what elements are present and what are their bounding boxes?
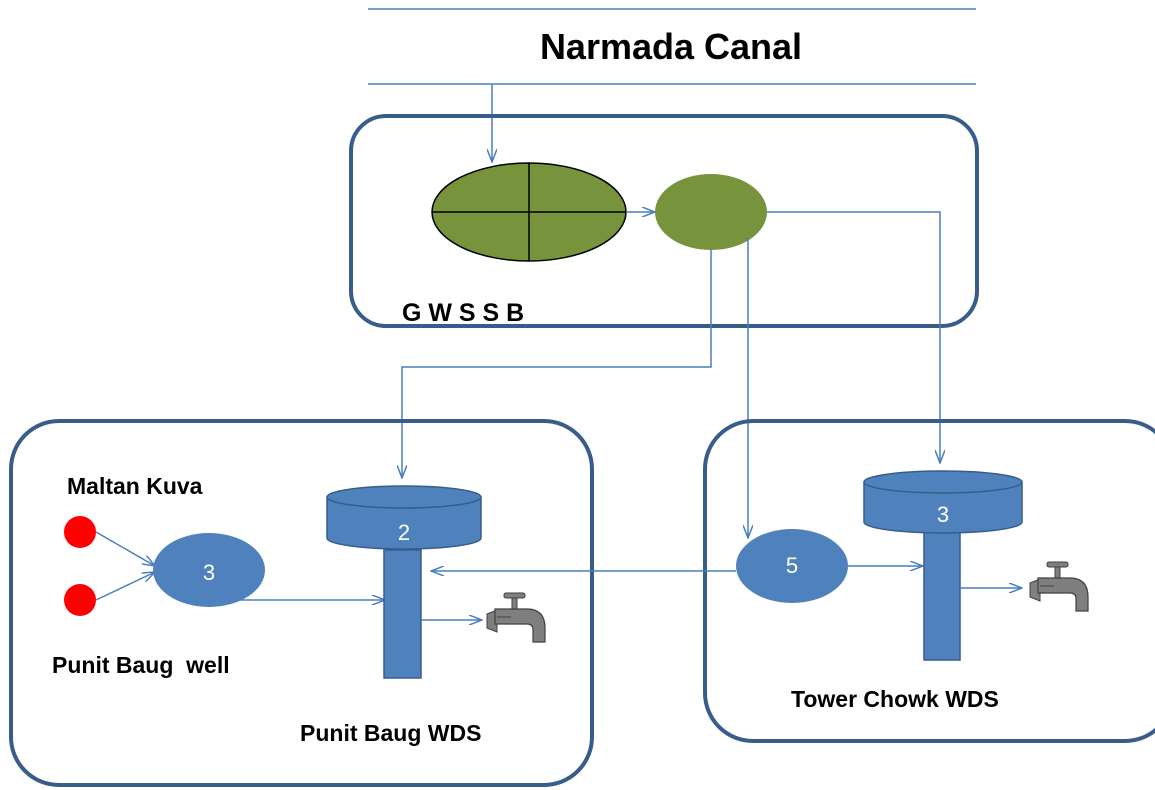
- maltan-kuva-label: Maltan Kuva: [67, 473, 203, 499]
- clear-water-reservoir: [655, 174, 767, 250]
- punit-baug-tank: [326, 496, 482, 550]
- tower-chowk-box: [703, 419, 1155, 743]
- tower-chowk-tap-icon: [1029, 561, 1089, 612]
- tower-chowk-tank-top: [863, 470, 1023, 494]
- punit-baug-box: [9, 419, 594, 787]
- canal-title: Narmada Canal: [540, 26, 802, 67]
- tower-chowk-tank-value: 3: [937, 502, 949, 527]
- punit-baug-tap-icon: [486, 592, 546, 643]
- maltan-kuva-to-sump-arrow: [95, 531, 155, 566]
- tower-chowk-tank-column: [923, 531, 961, 661]
- gwssb-label: G W S S B: [402, 299, 524, 327]
- punit-baug-tank-top: [326, 485, 482, 509]
- tower-chowk-sump-value: 5: [786, 553, 798, 578]
- tower-chowk-tank: [863, 481, 1023, 534]
- punit-baug-well-label: Punit Baug well: [52, 652, 230, 678]
- punit-baug-well-source: [64, 584, 96, 616]
- gwssb-box: [349, 114, 979, 328]
- maltan-kuva-source: [64, 516, 96, 548]
- flow-to-tower-chowk-tank: [767, 211, 940, 463]
- punit-baug-sump: [153, 533, 265, 607]
- well-to-sump-arrow: [95, 572, 155, 601]
- punit-baug-tank-value: 2: [398, 520, 410, 545]
- tower-chowk-wds-label: Tower Chowk WDS: [791, 686, 999, 712]
- punit-baug-sump-value: 3: [203, 560, 215, 585]
- punit-baug-tank-column: [383, 549, 422, 679]
- flow-to-punit-baug-tank: [402, 250, 712, 478]
- tower-chowk-sump: [736, 529, 848, 603]
- punit-baug-wds-label: Punit Baug WDS: [300, 720, 481, 746]
